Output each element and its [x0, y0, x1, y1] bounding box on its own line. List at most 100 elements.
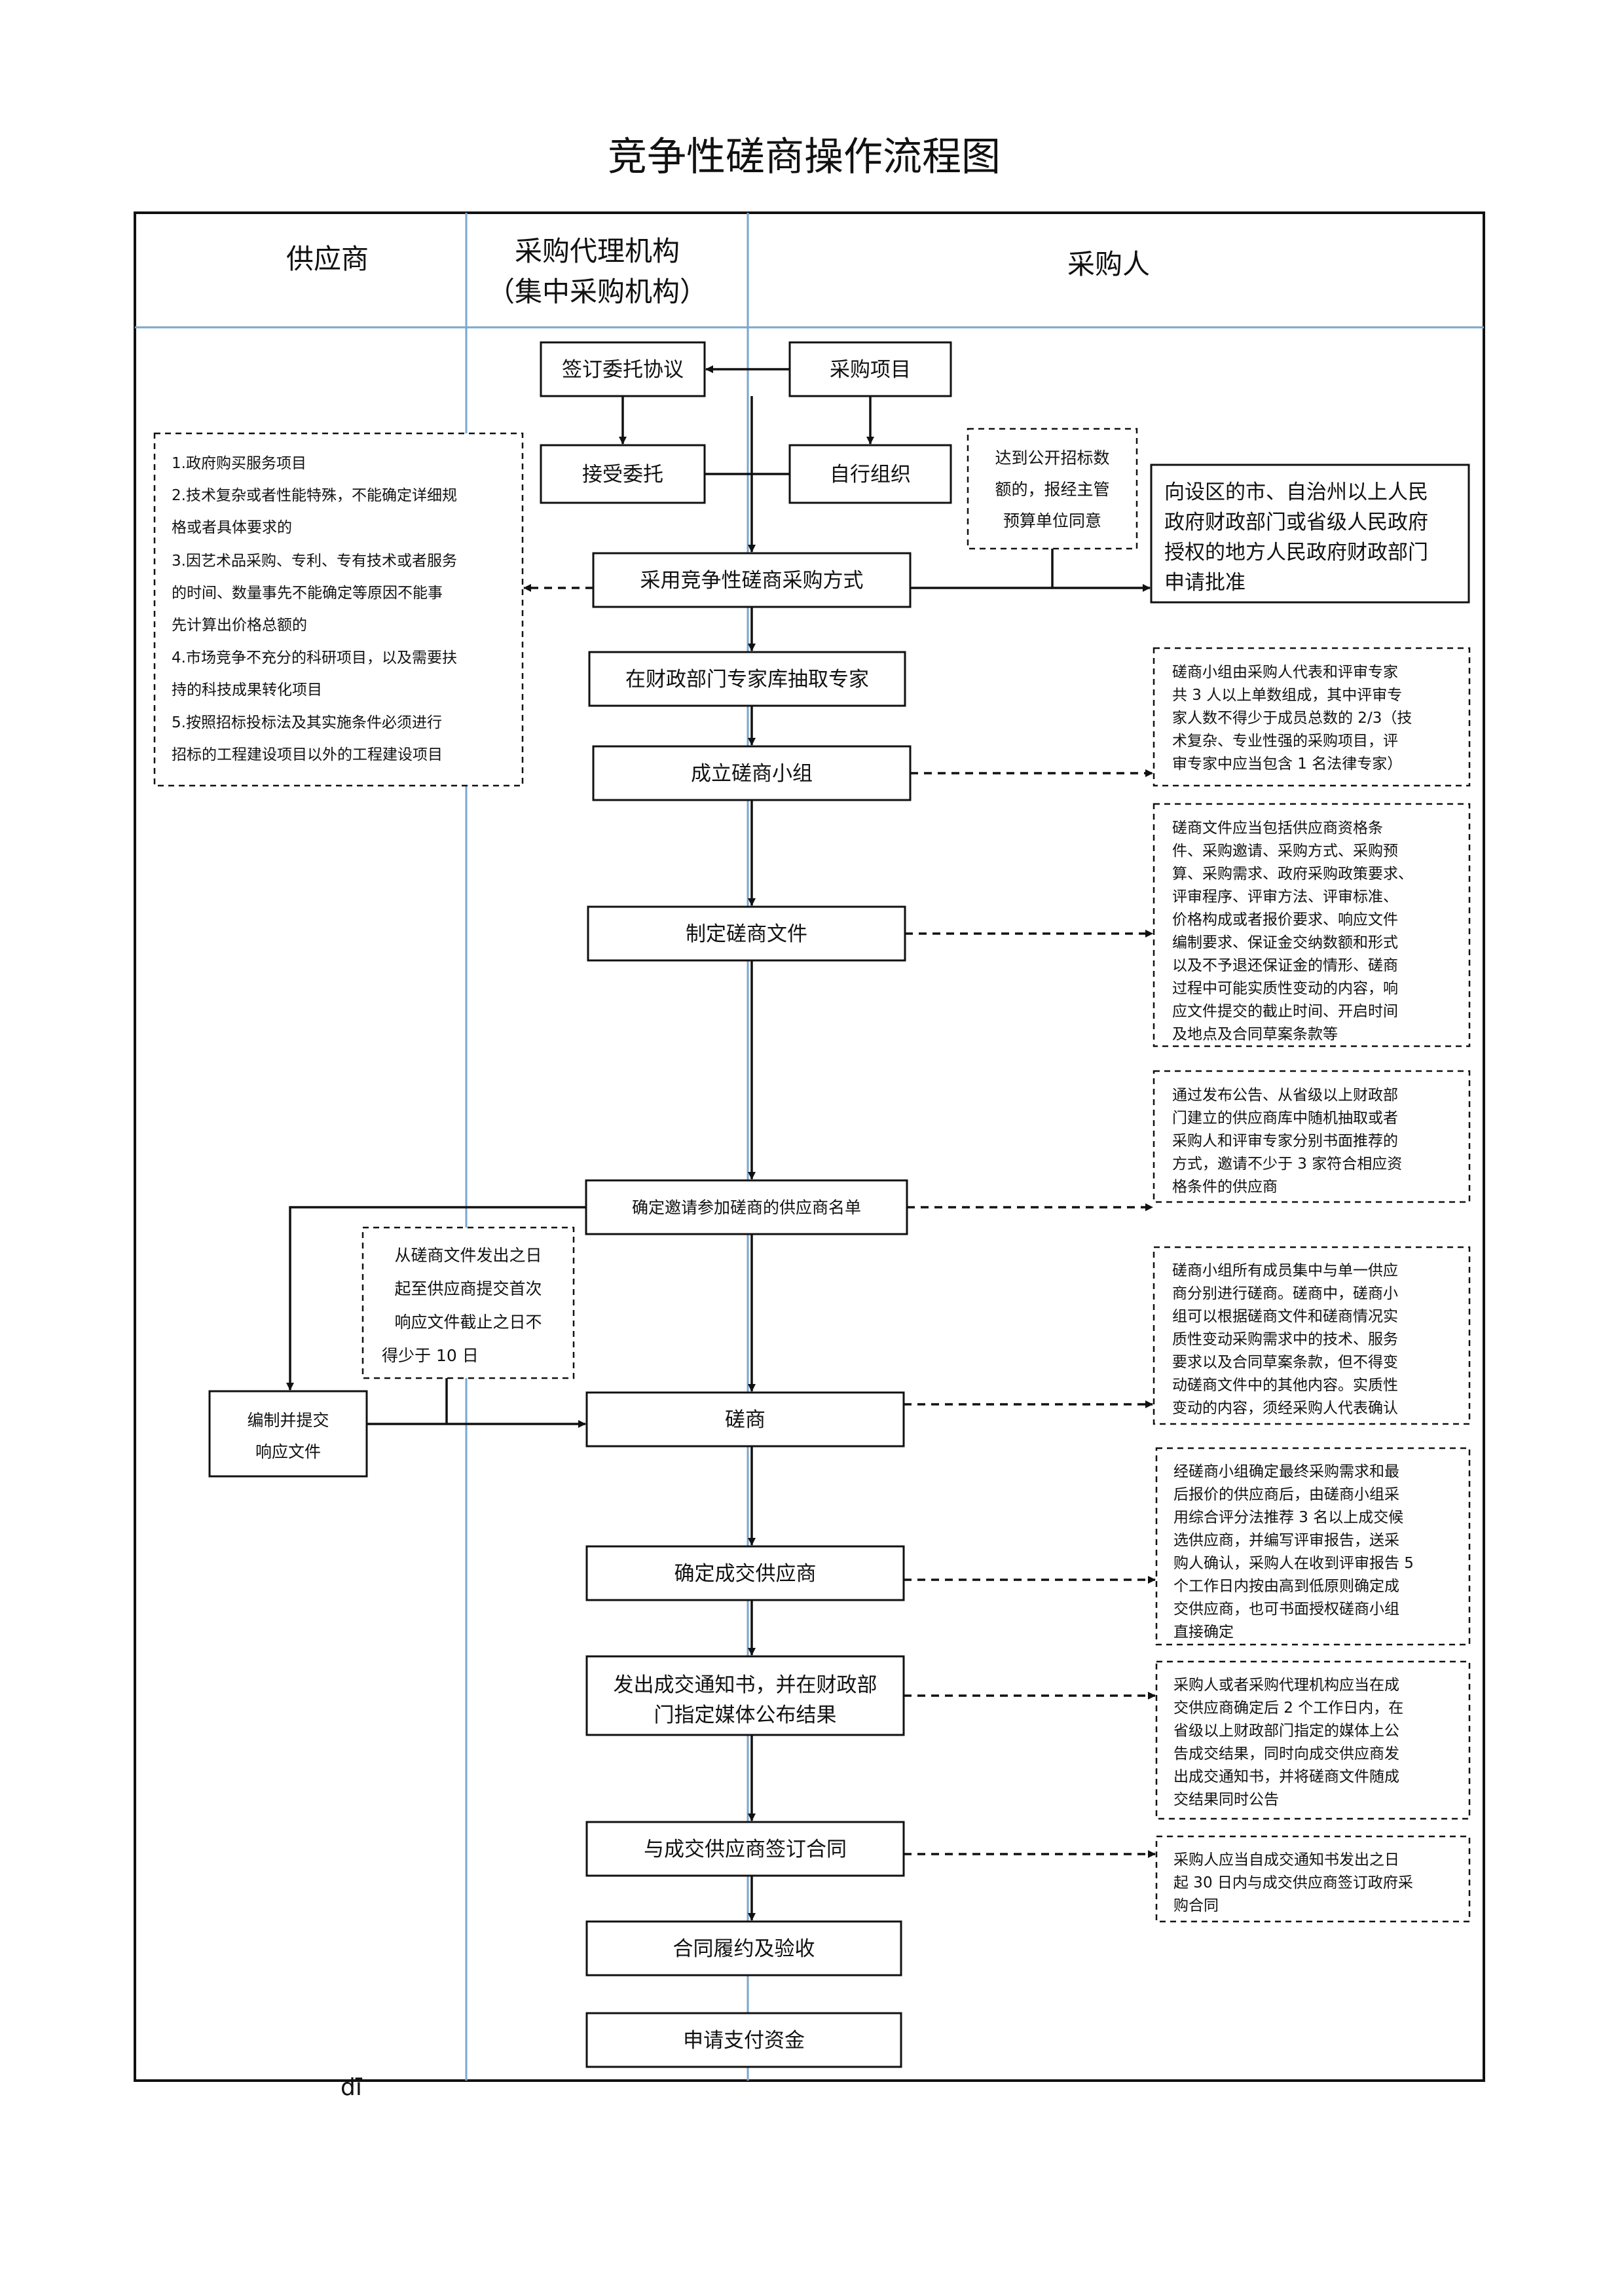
approval-line-3: 授权的地方人民政府财政部门: [1164, 541, 1428, 564]
doc-note: 磋商文件应当包括供应商资格条 件、采购邀请、采购方式、采购预 算、采购需求、政府…: [1153, 803, 1471, 1048]
determine-note-line-8: 直接确定: [1173, 1624, 1234, 1641]
node-issue-notice-line1: 发出成交通知书，并在财政部: [614, 1673, 877, 1697]
negotiate-note-line-4: 质性变动采购需求中的技术、服务: [1172, 1331, 1398, 1348]
determine-note-line-3: 用综合评分法推荐 3 名以上成交候: [1173, 1509, 1403, 1526]
panel-note-line-4: 术复杂、专业性强的采购项目，评: [1172, 733, 1398, 750]
node-negotiate: 磋商: [585, 1391, 905, 1448]
node-supplier-list-label: 确定邀请参加磋商的供应商名单: [632, 1198, 861, 1217]
node-apply-payment: 申请支付资金: [585, 2012, 902, 2068]
contract-note-line-1: 采购人应当自成交通知书发出之日: [1173, 1851, 1399, 1868]
doc-note-line-9: 应文件提交的截止时间、开启时间: [1172, 1003, 1398, 1020]
panel-note-line-1: 磋商小组由采购人代表和评审专家: [1172, 664, 1398, 681]
node-compile-response: 编制并提交 响应文件: [208, 1390, 368, 1478]
determine-note-line-7: 交供应商，也可书面授权磋商小组: [1173, 1601, 1399, 1618]
conditions-line-2: 2.技术复杂或者性能特殊，不能确定详细规: [172, 487, 457, 504]
threshold-line-1: 达到公开招标数: [995, 448, 1109, 467]
node-draft-document: 制定磋商文件: [587, 905, 906, 962]
node-sign-agreement-label: 签订委托协议: [562, 358, 684, 382]
stray-text: dī: [341, 2074, 363, 2101]
doc-note-line-7: 以及不予退还保证金的情形、磋商: [1172, 957, 1398, 974]
list-note: 通过发布公告、从省级以上财政部 门建立的供应商库中随机抽取或者 采购人和评审专家…: [1153, 1070, 1471, 1203]
contract-note-line-2: 起 30 日内与成交供应商签订政府采: [1173, 1874, 1413, 1891]
negotiate-note-line-1: 磋商小组所有成员集中与单一供应: [1172, 1262, 1398, 1279]
node-extract-experts: 在财政部门专家库抽取专家: [588, 651, 906, 707]
doc-note-line-10: 及地点及合同草案条款等: [1172, 1026, 1338, 1043]
threshold-note: 达到公开招标数 额的，报经主管 预算单位同意: [967, 428, 1138, 550]
determine-note-line-1: 经磋商小组确定最终采购需求和最: [1173, 1463, 1399, 1480]
notice-note-line-4: 告成交结果，同时向成交供应商发: [1173, 1745, 1399, 1762]
deadline-line-3: 响应文件截止之日不: [394, 1313, 542, 1332]
determine-note-line-2: 后报价的供应商后，由磋商小组采: [1173, 1486, 1399, 1503]
approval-line-1: 向设区的市、自治州以上人民: [1164, 481, 1428, 504]
node-sign-contract: 与成交供应商签订合同: [585, 1821, 905, 1877]
node-sign-agreement: 签订委托协议: [540, 341, 706, 397]
node-sign-contract-label: 与成交供应商签订合同: [644, 1838, 847, 1861]
diagram-title: 竞争性磋商操作流程图: [608, 134, 1001, 180]
determine-note: 经磋商小组确定最终采购需求和最 后报价的供应商后，由磋商小组采 用综合评分法推荐…: [1155, 1447, 1471, 1646]
conditions-line-3: 格或者具体要求的: [172, 519, 292, 536]
deadline-line-1: 从磋商文件发出之日: [394, 1246, 542, 1265]
negotiate-note-line-6: 动磋商文件中的其他内容。实质性: [1172, 1377, 1398, 1394]
list-note-line-2: 门建立的供应商库中随机抽取或者: [1172, 1110, 1398, 1127]
negotiate-note-line-7: 变动的内容，须经采购人代表确认: [1172, 1400, 1398, 1417]
conditions-line-8: 持的科技成果转化项目: [172, 682, 322, 699]
doc-note-line-4: 评审程序、评审方法、评审标准、: [1172, 888, 1398, 905]
node-perform-accept-label: 合同履约及验收: [673, 1937, 815, 1961]
node-perform-accept: 合同履约及验收: [585, 1920, 902, 1977]
negotiate-note-line-2: 商分别进行磋商。磋商中，磋商小: [1172, 1285, 1398, 1302]
conditions-line-4: 3.因艺术品采购、专利、专有技术或者服务: [172, 553, 457, 570]
node-compile-response-line2: 响应文件: [255, 1442, 321, 1461]
contract-note-line-3: 购合同: [1173, 1897, 1219, 1914]
node-project-label: 采购项目: [830, 358, 911, 382]
conditions-line-7: 4.市场竞争不充分的科研项目，以及需要扶: [172, 649, 457, 666]
negotiate-note-line-3: 组可以根据磋商文件和磋商情况实: [1172, 1308, 1398, 1325]
contract-note: 采购人应当自成交通知书发出之日 起 30 日内与成交供应商签订政府采 购合同: [1155, 1835, 1471, 1923]
node-extract-experts-label: 在财政部门专家库抽取专家: [625, 668, 869, 691]
determine-note-line-6: 个工作日内按由高到低原则确定成: [1173, 1578, 1399, 1595]
outer-frame: [134, 211, 1485, 2082]
panel-note-line-2: 共 3 人以上单数组成，其中评审专: [1172, 687, 1402, 704]
list-note-line-1: 通过发布公告、从省级以上财政部: [1172, 1087, 1398, 1104]
panel-note: 磋商小组由采购人代表和评审专家 共 3 人以上单数组成，其中评审专 家人数不得少…: [1153, 647, 1471, 787]
doc-note-line-5: 价格构成或者报价要求、响应文件: [1172, 911, 1398, 928]
conditions-line-1: 1.政府购买服务项目: [172, 455, 306, 472]
conditions-note: 1.政府购买服务项目 2.技术复杂或者性能特殊，不能确定详细规 格或者具体要求的…: [153, 432, 524, 787]
notice-note-line-2: 交供应商确定后 2 个工作日内，在: [1173, 1700, 1403, 1717]
conditions-line-5: 的时间、数量事先不能确定等原因不能事: [172, 585, 443, 602]
threshold-line-3: 预算单位同意: [1003, 511, 1101, 530]
negotiate-note-line-5: 要求以及合同草案条款，但不得变: [1172, 1354, 1398, 1371]
threshold-line-2: 额的，报经主管: [995, 480, 1109, 499]
node-apply-payment-label: 申请支付资金: [683, 2029, 805, 2052]
node-determine-supplier-label: 确定成交供应商: [674, 1562, 817, 1586]
arrow-list-to-compile: [286, 1206, 586, 1391]
doc-note-line-6: 编制要求、保证金交纳数额和形式: [1172, 934, 1398, 951]
deadline-line-2: 起至供应商提交首次: [394, 1279, 542, 1298]
node-adopt-method-label: 采用竞争性磋商采购方式: [640, 569, 864, 592]
node-issue-notice: 发出成交通知书，并在财政部 门指定媒体公布结果: [585, 1655, 905, 1736]
doc-note-line-1: 磋商文件应当包括供应商资格条: [1172, 820, 1383, 837]
node-self-organize: 自行组织: [788, 444, 952, 504]
node-draft-document-label: 制定磋商文件: [686, 922, 807, 946]
node-project: 采购项目: [788, 341, 952, 397]
approval-line-2: 政府财政部门或省级人民政府: [1164, 511, 1428, 534]
node-issue-notice-line2: 门指定媒体公布结果: [654, 1704, 837, 1727]
lane-agency-line1: 采购代理机构: [515, 235, 680, 267]
list-note-line-4: 方式，邀请不少于 3 家符合相应资: [1172, 1156, 1402, 1173]
deadline-line-4: 得少于 10 日: [382, 1346, 479, 1365]
negotiate-note: 磋商小组所有成员集中与单一供应 商分别进行磋商。磋商中，磋商小 组可以根据磋商文…: [1153, 1246, 1471, 1425]
node-accept-label: 接受委托: [582, 463, 663, 486]
notice-note-line-6: 交结果同时公告: [1173, 1791, 1279, 1808]
lane-supplier: 供应商: [286, 243, 369, 275]
node-adopt-method: 采用竞争性磋商采购方式: [592, 552, 912, 608]
node-determine-supplier: 确定成交供应商: [585, 1545, 905, 1601]
node-accept: 接受委托: [540, 444, 706, 504]
doc-note-line-3: 算、采购需求、政府采购政策要求、: [1172, 866, 1413, 883]
deadline-note: 从磋商文件发出之日 起至供应商提交首次 响应文件截止之日不 得少于 10 日: [361, 1226, 575, 1379]
determine-note-line-5: 购人确认，采购人在收到评审报告 5: [1173, 1555, 1414, 1572]
node-negotiate-label: 磋商: [725, 1408, 766, 1432]
doc-note-line-8: 过程中可能实质性变动的内容，响: [1172, 980, 1398, 997]
node-form-panel-label: 成立磋商小组: [691, 762, 813, 786]
notice-note-line-1: 采购人或者采购代理机构应当在成: [1173, 1677, 1399, 1694]
panel-note-line-5: 审专家中应当包含 1 名法律专家）: [1172, 756, 1402, 773]
